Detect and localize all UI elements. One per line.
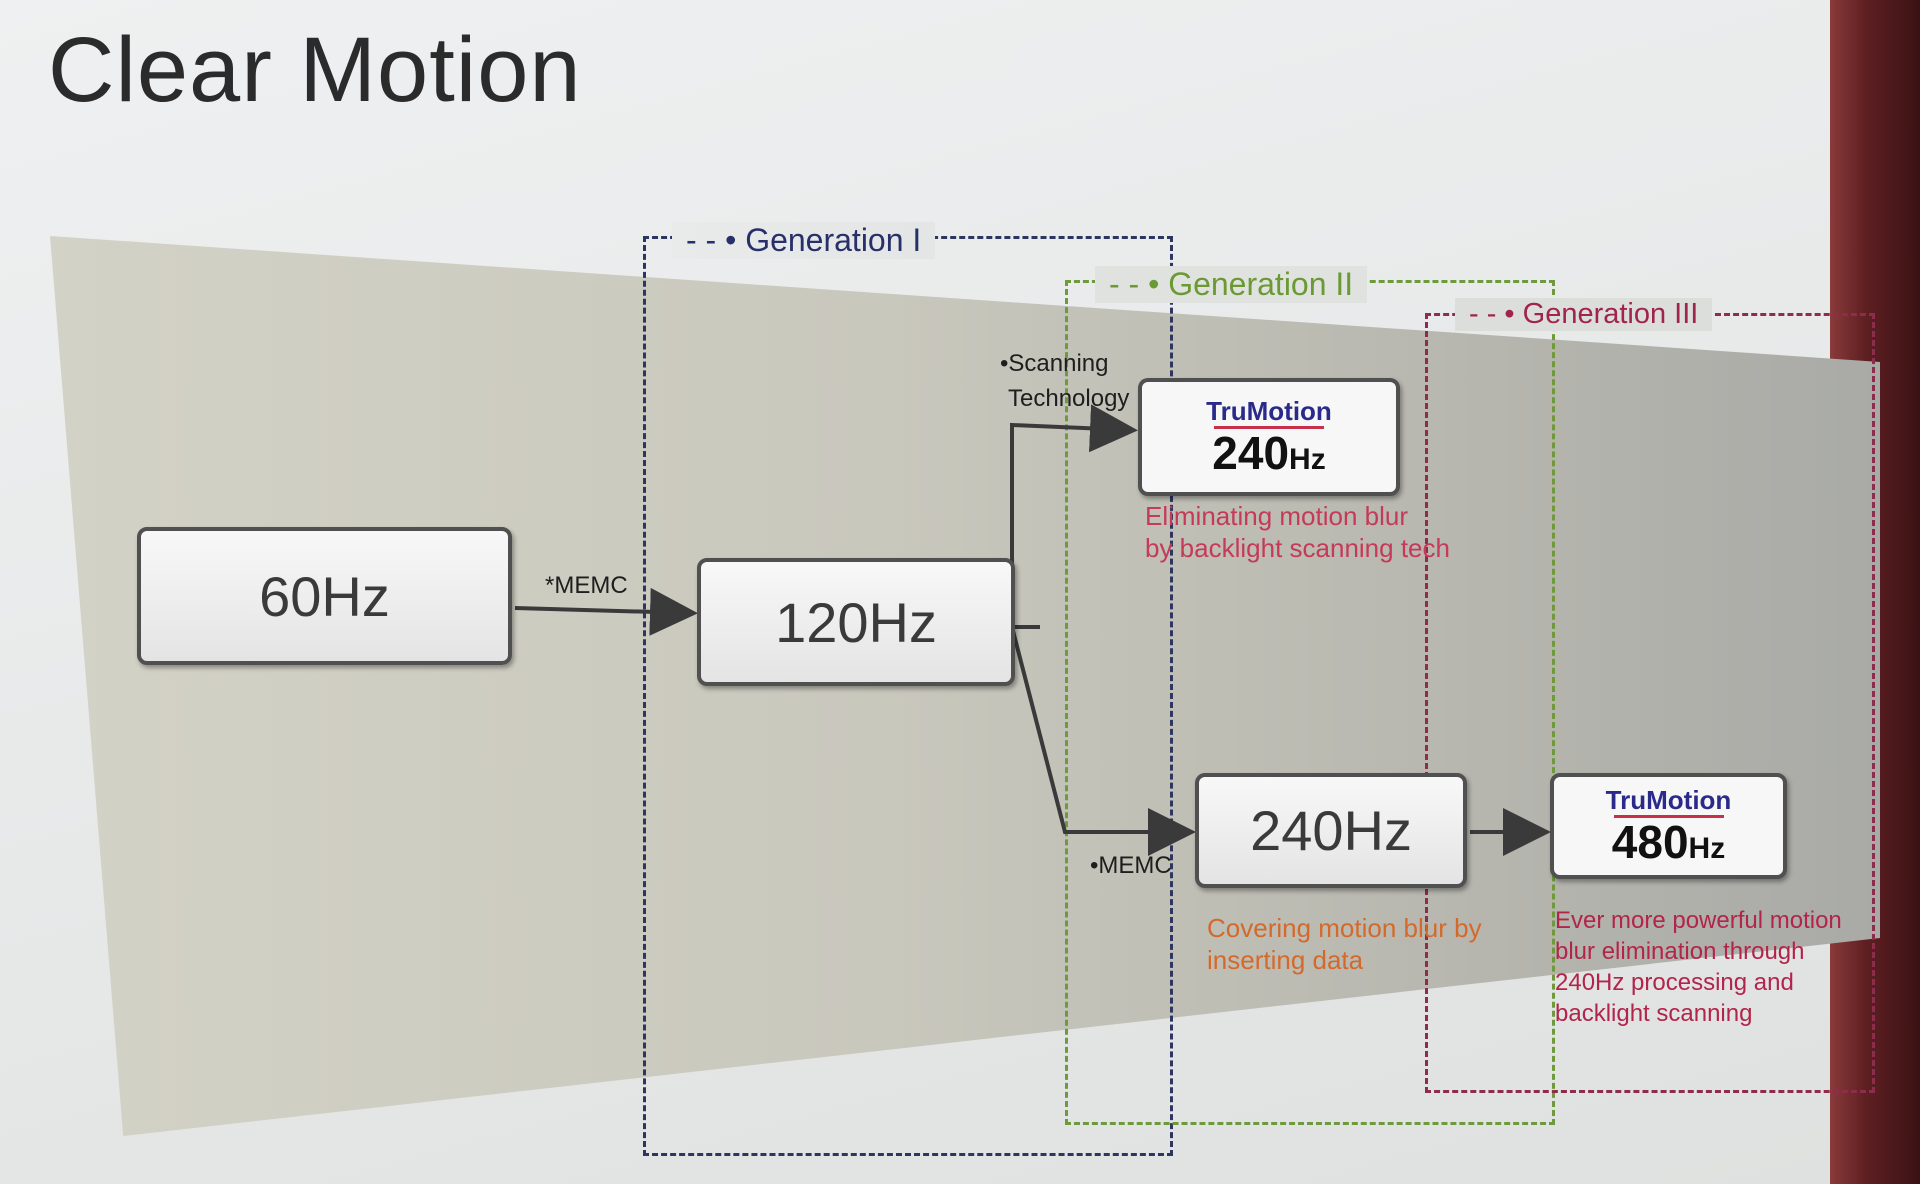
desc-line: blur elimination through — [1555, 938, 1805, 965]
generation-1-label: - - • Generation I — [672, 222, 936, 259]
memc-label-2: •MEMC — [1090, 852, 1172, 879]
memc-label-1: *MEMC — [545, 572, 628, 599]
generation-2-text: Generation II — [1168, 266, 1354, 302]
trumotion-480-number: 480 — [1611, 816, 1689, 868]
arrow-60-to-120 — [514, 587, 698, 636]
trumotion-240-value: 240Hz — [1212, 430, 1325, 476]
trumotion-480-brand: TruMotion — [1605, 785, 1732, 815]
trumotion-240-brand: TruMotion — [1206, 396, 1332, 426]
trumotion-240-underline — [1214, 426, 1324, 429]
desc-480hz: Ever more powerful motion blur eliminati… — [1555, 905, 1842, 1029]
generation-3-label: - - • Generation III — [1455, 298, 1713, 331]
trumotion-240-number: 240 — [1212, 427, 1290, 479]
box-60hz: 60Hz — [137, 527, 512, 665]
trumotion-480-unit: Hz — [1688, 832, 1726, 865]
desc-line: Ever more powerful motion — [1555, 907, 1842, 934]
arrow-to-trumotion-240 — [1010, 404, 1138, 627]
scanning-label-line-2: Technology — [1008, 385, 1130, 412]
desc-line: Eliminating motion blur — [1145, 501, 1409, 531]
box-240hz: 240Hz — [1195, 773, 1467, 888]
desc-line: inserting data — [1207, 945, 1364, 975]
desc-inserting-data: Covering motion blur by inserting data — [1207, 912, 1482, 976]
trumotion-480-underline — [1613, 815, 1724, 818]
trumotion-240-box: TruMotion 240Hz — [1138, 378, 1400, 496]
box-120hz: 120Hz — [697, 558, 1015, 686]
trumotion-480-value: 480Hz — [1612, 819, 1725, 865]
desc-line: by backlight scanning tech — [1145, 533, 1450, 563]
trumotion-240-unit: Hz — [1289, 443, 1326, 476]
page-title: Clear Motion — [48, 19, 582, 121]
desc-line: backlight scanning — [1555, 1000, 1753, 1027]
desc-line: Covering motion blur by — [1207, 913, 1482, 943]
generation-2-label: - - • Generation II — [1095, 266, 1368, 303]
trumotion-480-box: TruMotion 480Hz — [1550, 773, 1787, 879]
desc-backlight-scanning: Eliminating motion blur by backlight sca… — [1145, 500, 1450, 564]
generation-3-text: Generation III — [1522, 298, 1699, 330]
generation-1-text: Generation I — [745, 222, 922, 258]
arrow-to-240hz — [1010, 425, 1196, 856]
desc-line: 240Hz processing and — [1555, 969, 1794, 996]
scanning-label-line-1: •Scanning — [1000, 350, 1109, 377]
